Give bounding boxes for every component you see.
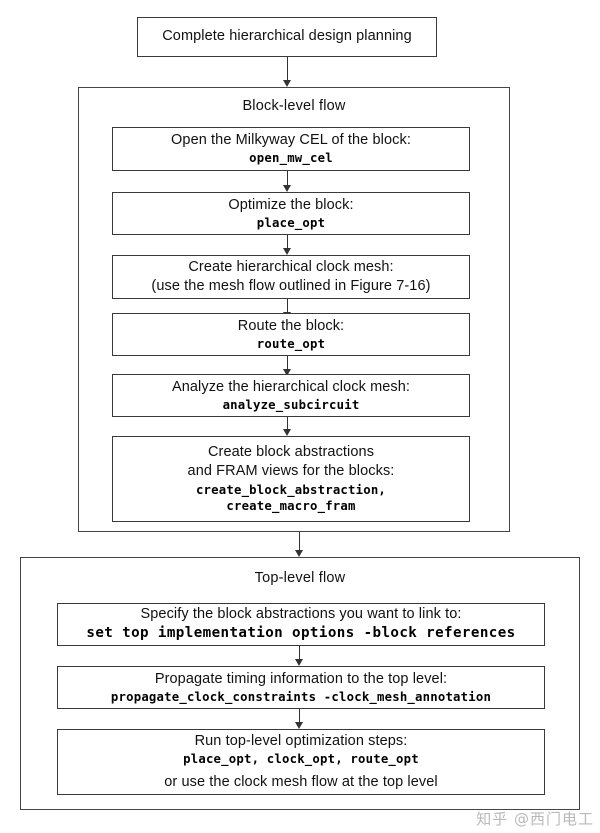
connector-arrowhead	[294, 550, 303, 557]
node-command: set top implementation options -block re…	[86, 625, 516, 642]
connector-topstep2-topstep3	[299, 709, 300, 722]
node-label: Propagate timing information to the top …	[154, 670, 448, 687]
node-label-secondary: and FRAM views for the blocks:	[187, 463, 395, 480]
node-complete-hierarchical-design-planning: Complete hierarchical design planning	[137, 17, 437, 57]
group-block-level-flow-title: Block-level flow	[242, 98, 346, 114]
node-command: analyze_subcircuit	[222, 397, 360, 412]
node-command: propagate_clock_constraints -clock_mesh_…	[110, 689, 492, 704]
node-label: Analyze the hierarchical clock mesh:	[171, 378, 411, 395]
node-propagate-timing-information: Propagate timing information to the top …	[57, 666, 545, 709]
node-analyze-hierarchical-clock-mesh: Analyze the hierarchical clock mesh: ana…	[112, 374, 470, 417]
group-top-level-flow-title: Top-level flow	[254, 570, 346, 586]
node-create-hierarchical-clock-mesh: Create hierarchical clock mesh: (use the…	[112, 255, 470, 299]
watermark: 知乎 @西门电工	[476, 810, 594, 828]
node-label: Create block abstractions	[207, 444, 375, 461]
node-label: Complete hierarchical design planning	[162, 28, 412, 45]
node-command: route_opt	[256, 336, 326, 351]
node-label: Route the block:	[237, 317, 345, 334]
node-label: Open the Milkyway CEL of the block:	[171, 132, 411, 149]
node-label-secondary: or use the clock mesh flow at the top le…	[164, 774, 438, 791]
connector-block-flow-to-top-flow	[299, 532, 300, 550]
connector-arrowhead	[282, 369, 291, 376]
connector-topstep1-topstep2	[299, 646, 300, 659]
node-label: Run top-level optimization steps:	[194, 732, 408, 749]
node-open-milkyway-cel: Open the Milkyway CEL of the block: open…	[112, 127, 470, 171]
connector-title-to-block-flow	[287, 57, 288, 80]
connector-arrowhead	[294, 722, 303, 729]
connector-arrowhead	[282, 248, 291, 255]
node-command: place_opt, clock_opt, route_opt	[183, 751, 419, 766]
connector-arrowhead	[282, 80, 291, 87]
node-specify-block-abstractions: Specify the block abstractions you want …	[57, 603, 545, 646]
connector-step3-step4	[287, 299, 288, 312]
node-command: open_mw_cel	[249, 151, 333, 166]
connector-arrowhead	[282, 185, 291, 192]
node-command-secondary: create_macro_fram	[226, 499, 356, 514]
node-route-the-block: Route the block: route_opt	[112, 313, 470, 356]
connector-step5-step6	[287, 417, 288, 429]
node-run-top-level-optimization: Run top-level optimization steps: place_…	[57, 729, 545, 795]
node-create-block-abstractions: Create block abstractions and FRAM views…	[112, 436, 470, 522]
connector-arrowhead	[282, 429, 291, 436]
node-command: place_opt	[256, 215, 326, 230]
node-label: Specify the block abstractions you want …	[140, 606, 462, 623]
node-label-secondary: (use the mesh flow outlined in Figure 7-…	[151, 278, 431, 294]
node-label: Optimize the block:	[228, 196, 354, 213]
connector-step1-step2	[287, 171, 288, 185]
connector-step4-step5	[287, 356, 288, 369]
node-optimize-the-block: Optimize the block: place_opt	[112, 192, 470, 235]
node-command: create_block_abstraction,	[195, 482, 387, 497]
connector-step2-step3	[287, 235, 288, 248]
connector-arrowhead	[294, 659, 303, 666]
node-label: Create hierarchical clock mesh:	[188, 258, 394, 275]
